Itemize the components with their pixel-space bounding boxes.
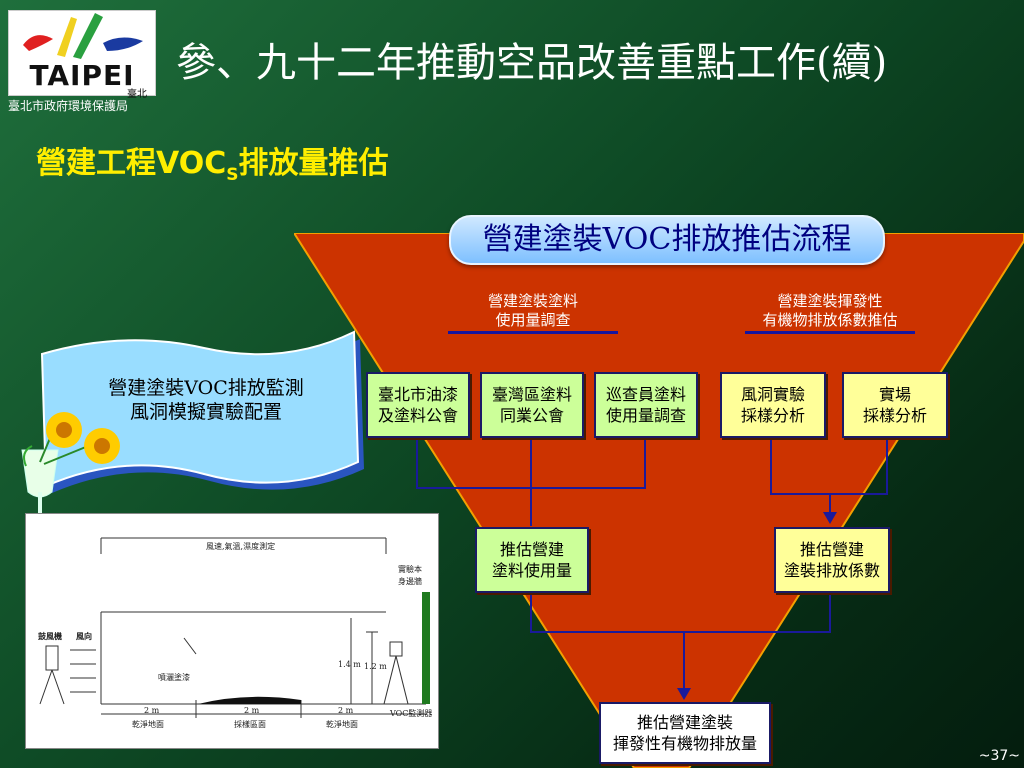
connector <box>530 592 532 632</box>
note-line: 營建塗裝VOC排放監測 <box>108 377 304 399</box>
diagram-lines <box>39 537 430 718</box>
right-head-line2: 有機物排放係數推估 <box>762 311 898 329</box>
box-line: 塗裝排放係數 <box>783 561 880 580</box>
connector <box>886 436 888 494</box>
left-head-underline <box>448 331 618 334</box>
box-line: 同業公會 <box>499 406 564 425</box>
arrow-down-icon <box>823 512 837 524</box>
logo-graphic-icon <box>23 13 143 59</box>
box-line: 使用量調查 <box>605 406 686 425</box>
box-estimate-usage: 推估營建 塗料使用量 <box>475 527 589 593</box>
diagram-height1: 1.4 m <box>338 660 361 669</box>
diagram-ground3: 乾淨地面 <box>326 720 358 729</box>
box-line: 風洞實驗 <box>740 385 805 404</box>
box-taiwan-paint-association: 臺灣區塗料 同業公會 <box>480 372 584 438</box>
agency-name: 臺北市政府環境保護局 <box>8 99 129 113</box>
box-estimate-emission: 推估營建塗裝 揮發性有機物排放量 <box>599 702 771 764</box>
diagram-dist2: 2 m <box>244 706 260 715</box>
connector <box>829 592 831 632</box>
diagram-ground2: 採樣區面 <box>234 720 266 729</box>
box-inspector-survey: 巡查員塗料 使用量調查 <box>594 372 698 438</box>
connector <box>530 631 831 633</box>
connector <box>416 487 646 489</box>
page-number: ~37~ <box>978 748 1020 764</box>
diagram-fan-label: 鼓風機 <box>38 631 62 641</box>
diagram-right-label1: 實驗本 <box>398 565 422 574</box>
box-line: 推估營建 <box>499 540 564 559</box>
note-text: 營建塗裝VOC排放監測 風洞模擬實驗配置 <box>56 376 356 424</box>
note-line: 風洞模擬實驗配置 <box>129 401 282 423</box>
arrow-down-icon <box>677 688 691 700</box>
subtitle-prefix: 營建工程VOC <box>36 146 227 181</box>
box-line: 推估營建塗裝 <box>636 713 733 732</box>
logo-sub: 臺北 <box>127 89 147 100</box>
section-subtitle: 營建工程VOCS排放量推估 <box>36 138 388 185</box>
box-line: 採樣分析 <box>862 406 927 425</box>
box-line: 及塗料公會 <box>377 406 458 425</box>
diagram-height2: 1.2 m <box>364 662 387 671</box>
diagram-dist1: 2 m <box>144 706 160 715</box>
connector <box>416 436 418 488</box>
box-line: 巡查員塗料 <box>605 385 686 404</box>
box-line: 揮發性有機物排放量 <box>612 734 757 753</box>
diagram-wind-label: 風向 <box>76 631 92 641</box>
left-head-line1: 營建塗裝塗料 <box>487 292 578 310</box>
diagram-right-label2: 身邊牆 <box>398 577 422 586</box>
right-column-head: 營建塗裝揮發性 有機物排放係數推估 <box>745 292 915 330</box>
box-wind-tunnel: 風洞實驗 採樣分析 <box>720 372 826 438</box>
right-head-underline <box>745 331 915 334</box>
diagram-dist3: 2 m <box>338 706 354 715</box>
left-column-head: 營建塗裝塗料 使用量調查 <box>448 292 618 330</box>
box-estimate-factor: 推估營建 塗裝排放係數 <box>774 527 890 593</box>
wind-tunnel-diagram: 風速,氣溫,濕度測定 實驗本 身邊牆 鼓風機 風向 噴灑塗漆 1.4 m 1.2… <box>25 513 439 749</box>
note-scroll <box>40 330 364 493</box>
box-line: 塗料使用量 <box>491 561 572 580</box>
funnel-background <box>294 233 1024 768</box>
box-line: 臺灣區塗料 <box>491 385 572 404</box>
box-field-sampling: 實場 採樣分析 <box>842 372 948 438</box>
connector <box>770 436 772 494</box>
subtitle-subscript: S <box>226 165 239 185</box>
subtitle-suffix: 排放量推估 <box>238 146 389 181</box>
diagram-monitor-label: VOC監測器 <box>390 709 433 718</box>
diagram-ground1: 乾淨地面 <box>132 720 164 729</box>
connector <box>829 493 831 517</box>
box-taipei-paint-association: 臺北市油漆 及塗料公會 <box>366 372 470 438</box>
connector <box>683 631 685 689</box>
box-line: 實場 <box>878 385 911 404</box>
flow-title: 營建塗裝VOC排放推估流程 <box>449 215 885 265</box>
diagram-top-label: 風速,氣溫,濕度測定 <box>206 542 276 551</box>
taipei-logo: TAIPEI 臺北 <box>8 10 156 100</box>
box-line: 採樣分析 <box>740 406 805 425</box>
page-title: 參、九十二年推動空品改善重點工作(續) <box>176 40 888 86</box>
connector <box>530 436 532 526</box>
connector <box>644 436 646 488</box>
diagram-spray-label: 噴灑塗漆 <box>158 673 190 682</box>
right-head-line1: 營建塗裝揮發性 <box>777 292 883 310</box>
logo-word: TAIPEI <box>29 59 135 92</box>
left-head-line2: 使用量調查 <box>495 311 571 329</box>
box-line: 臺北市油漆 <box>377 385 458 404</box>
box-line: 推估營建 <box>799 540 864 559</box>
